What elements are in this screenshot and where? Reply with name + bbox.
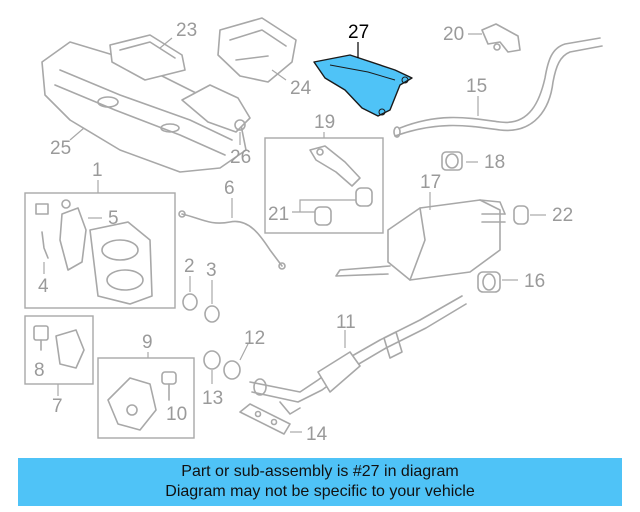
callout-4: 4 — [38, 276, 49, 297]
part-16-clamp[interactable] — [477, 271, 501, 293]
part-3-gasket[interactable] — [204, 305, 220, 323]
callout-2: 2 — [184, 256, 195, 277]
part-2-gasket[interactable] — [182, 293, 198, 311]
part-15-tail-pipe[interactable] — [393, 37, 603, 138]
banner-line-1: Part or sub-assembly is #27 in diagram — [181, 463, 459, 480]
part-10-bolt[interactable] — [161, 371, 177, 401]
part-7-mount[interactable] — [55, 329, 85, 369]
callout-22: 22 — [552, 205, 573, 226]
callout-7: 7 — [52, 396, 63, 417]
callout-26: 26 — [230, 147, 251, 168]
callout-18: 18 — [484, 152, 505, 173]
part-8-bolt[interactable] — [33, 325, 49, 351]
callout-15: 15 — [466, 76, 487, 97]
part-11-front-pipe[interactable] — [249, 295, 467, 403]
callout-1: 1 — [92, 160, 103, 181]
part-20-hanger[interactable] — [481, 23, 521, 53]
part-19-bracket[interactable] — [309, 145, 361, 187]
callout-11: 11 — [336, 312, 356, 333]
callout-16: 16 — [524, 271, 545, 292]
part-1-particulate-filter[interactable] — [89, 221, 153, 305]
part-13-gasket[interactable] — [203, 350, 221, 370]
part-17-rear-muffler[interactable] — [335, 199, 506, 281]
part-12-gasket[interactable] — [223, 360, 241, 380]
callout-8: 8 — [34, 360, 45, 381]
part-9-bracket[interactable] — [107, 377, 157, 431]
part-6-pipe[interactable] — [178, 210, 286, 270]
callout-10: 10 — [166, 404, 187, 425]
part-24-heat-shield[interactable] — [217, 17, 297, 83]
banner-line-2: Diagram may not be specific to your vehi… — [165, 483, 475, 500]
group-1-box — [24, 192, 176, 309]
callout-9: 9 — [142, 332, 153, 353]
callout-24: 24 — [290, 78, 312, 99]
part-26-bracket[interactable] — [181, 84, 251, 133]
info-banner: Part or sub-assembly is #27 in diagram D… — [18, 458, 622, 506]
callout-6: 6 — [224, 178, 235, 199]
part-27-heat-shield-highlighted[interactable] — [313, 54, 413, 117]
callout-12: 12 — [244, 328, 265, 349]
callout-20: 20 — [443, 24, 464, 45]
callout-19: 19 — [314, 112, 335, 133]
part-18-clamp[interactable] — [441, 151, 463, 171]
part-14-bracket[interactable] — [239, 401, 301, 435]
callout-3: 3 — [206, 260, 217, 281]
exhaust-parts-diagram: 25 23 24 26 27 20 15 — [24, 17, 603, 445]
part-23-heat-shield-plate[interactable] — [109, 34, 186, 81]
part-5-gasket[interactable] — [59, 207, 87, 271]
callout-14: 14 — [306, 424, 328, 445]
part-21-rubber-mount[interactable] — [314, 187, 373, 226]
callout-5: 5 — [108, 208, 119, 229]
part-22-rubber-mount[interactable] — [513, 205, 529, 225]
group-9-box — [97, 357, 195, 439]
callout-23: 23 — [176, 20, 197, 41]
part-4-sensor[interactable] — [35, 199, 71, 259]
callout-25: 25 — [50, 138, 71, 159]
callout-27: 27 — [348, 22, 369, 43]
callout-13: 13 — [202, 388, 223, 409]
group-7-box — [24, 315, 94, 385]
callout-21: 21 — [268, 204, 289, 225]
callout-17: 17 — [420, 172, 441, 193]
